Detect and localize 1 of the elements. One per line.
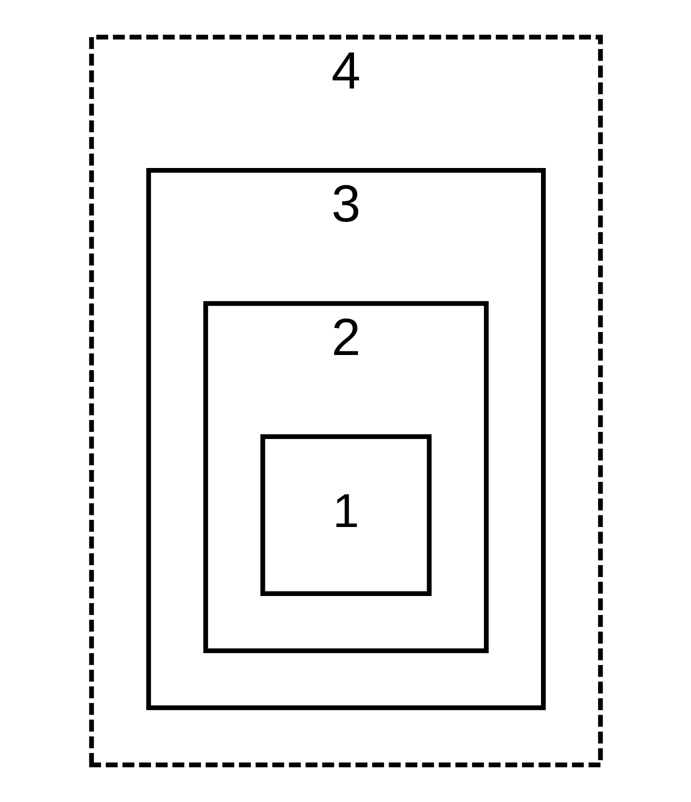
- node-box: 1: [260, 434, 432, 596]
